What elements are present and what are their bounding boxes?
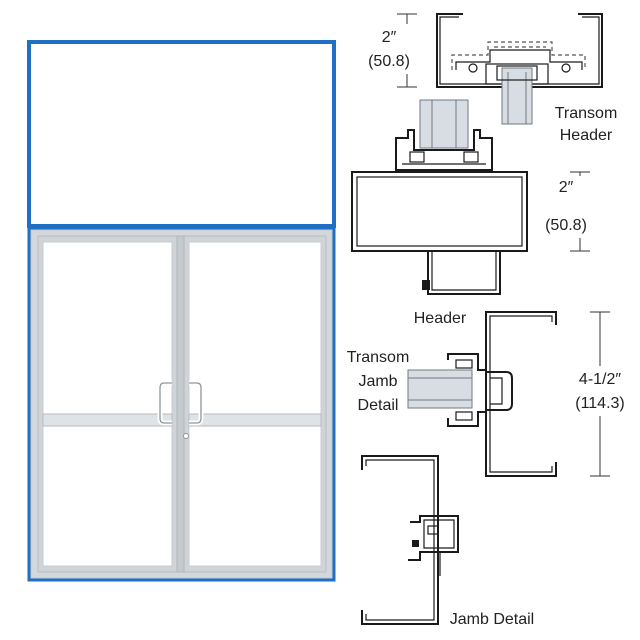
transom-jamb-dimension-metric: (114.3) (575, 395, 625, 412)
transom-jamb-dimension: 4-1/2″ (579, 371, 621, 388)
header-detail: 2″ (50.8) Header (351, 99, 590, 327)
transom-jamb-label-line3: Detail (358, 397, 399, 414)
transom-header-detail: 2″ (50.8) Transom Header (368, 13, 618, 144)
header-label: Header (414, 310, 467, 327)
right-door-push-bar (188, 413, 322, 427)
transom-header-label-line1: Transom (555, 105, 618, 122)
transom-jamb-label-line2: Jamb (358, 373, 397, 390)
meeting-stile (176, 235, 185, 573)
jamb-detail-label: Jamb Detail (450, 611, 534, 628)
left-door-push-bar (42, 413, 173, 427)
transom-header-label-line2: Header (560, 127, 613, 144)
transom-header-dimension-metric: (50.8) (368, 53, 410, 70)
header-dimension: 2″ (559, 179, 574, 196)
left-door-upper-glass (42, 241, 173, 415)
transom-header-dimension: 2″ (382, 29, 397, 46)
header-dimension-metric: (50.8) (545, 217, 587, 234)
transom-jamb-label-line1: Transom (347, 349, 410, 366)
lock-cylinder (183, 433, 189, 439)
transom-jamb-detail: Transom Jamb Detail 4-1/2″ (114.3) (347, 311, 625, 477)
right-door-lower-glass (188, 425, 322, 567)
jamb-detail: Jamb Detail (361, 455, 534, 628)
left-door-lower-glass (42, 425, 173, 567)
right-door-upper-glass (188, 241, 322, 415)
door-elevation (27, 40, 336, 582)
transom-frame (27, 40, 336, 228)
